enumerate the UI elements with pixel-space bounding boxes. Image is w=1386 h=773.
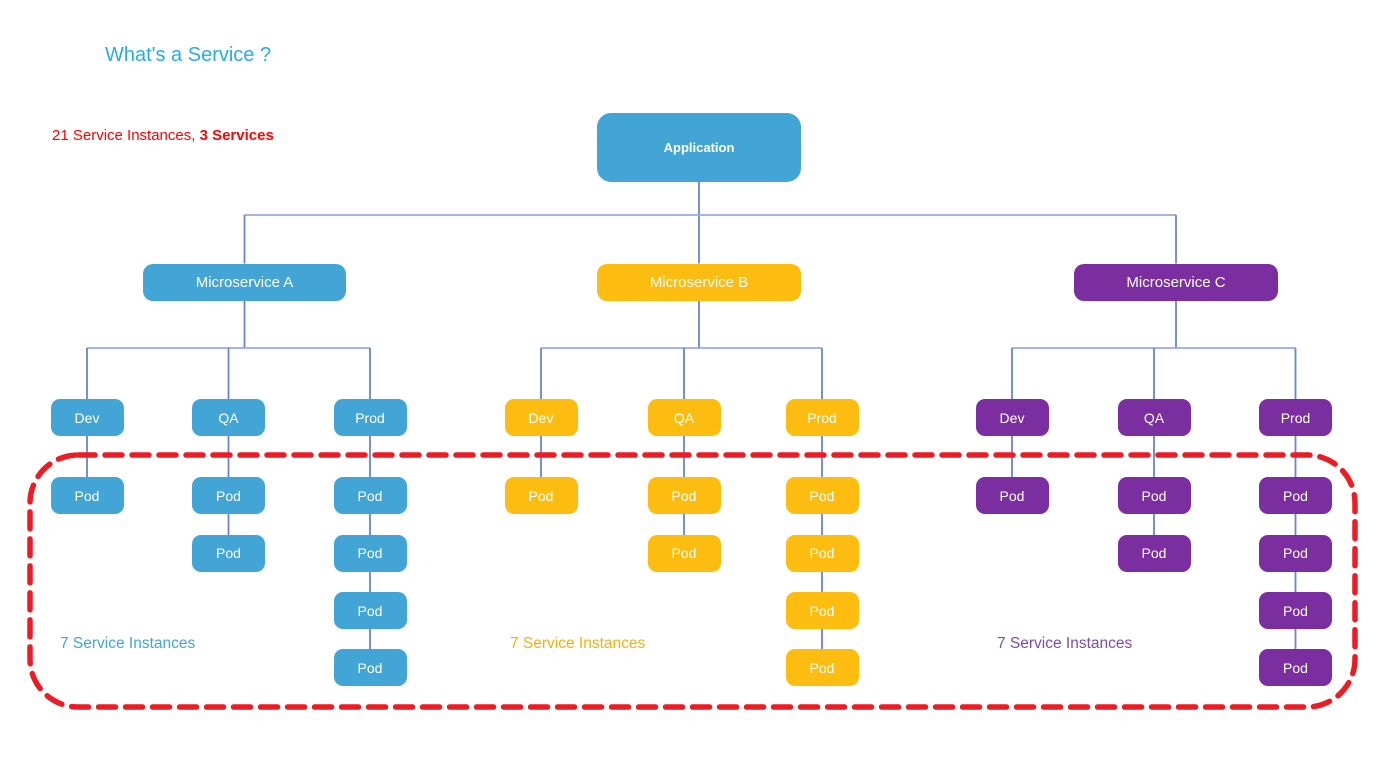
- env-node-dev: Dev: [975, 399, 1049, 436]
- pod-node: Pod: [647, 534, 721, 572]
- instances-note: 21 Service Instances, 3 Services: [52, 127, 274, 144]
- pod-node: Pod: [333, 592, 407, 629]
- pod-node: Pod: [50, 477, 124, 514]
- pod-node: Pod: [333, 477, 407, 514]
- pod-node: Pod: [1117, 477, 1191, 514]
- pod-node: Pod: [1259, 534, 1332, 572]
- env-node-qa: QA: [1117, 399, 1191, 436]
- pod-node: Pod: [975, 477, 1049, 514]
- group-caption: 7 Service Instances: [60, 635, 196, 652]
- group-caption: 7 Service Instances: [510, 635, 646, 652]
- instances-note-text: 21 Service Instances,: [52, 127, 200, 144]
- pod-node: Pod: [785, 477, 859, 514]
- page-title: What's a Service ?: [105, 44, 272, 66]
- pod-node: Pod: [192, 534, 265, 572]
- pod-node: Pod: [504, 477, 578, 514]
- pod-node: Pod: [647, 477, 721, 514]
- pod-node: Pod: [1259, 592, 1332, 629]
- pod-node: Pod: [1117, 534, 1191, 572]
- pod-node: Pod: [333, 534, 407, 572]
- services-count-bold: 3 Services: [199, 127, 274, 144]
- env-node-qa: QA: [192, 399, 265, 436]
- microservice-node: Microservice A: [143, 263, 346, 301]
- env-node-dev: Dev: [50, 399, 124, 436]
- pod-node: Pod: [192, 477, 265, 514]
- pod-node: Pod: [333, 649, 407, 686]
- pod-node: Pod: [1259, 477, 1332, 514]
- pod-node: Pod: [1259, 649, 1332, 686]
- pod-node: Pod: [785, 649, 859, 686]
- env-node-prod: Prod: [333, 399, 407, 436]
- scope-outline: [27, 452, 1358, 710]
- env-node-qa: QA: [647, 399, 721, 436]
- microservice-node: Microservice C: [1074, 263, 1278, 301]
- env-node-prod: Prod: [1259, 399, 1332, 436]
- application-node: Application: [597, 113, 801, 182]
- pod-node: Pod: [785, 534, 859, 572]
- env-node-dev: Dev: [504, 399, 578, 436]
- group-caption: 7 Service Instances: [997, 635, 1133, 652]
- pod-node: Pod: [785, 592, 859, 629]
- microservice-node: Microservice B: [597, 263, 801, 301]
- env-node-prod: Prod: [785, 399, 859, 436]
